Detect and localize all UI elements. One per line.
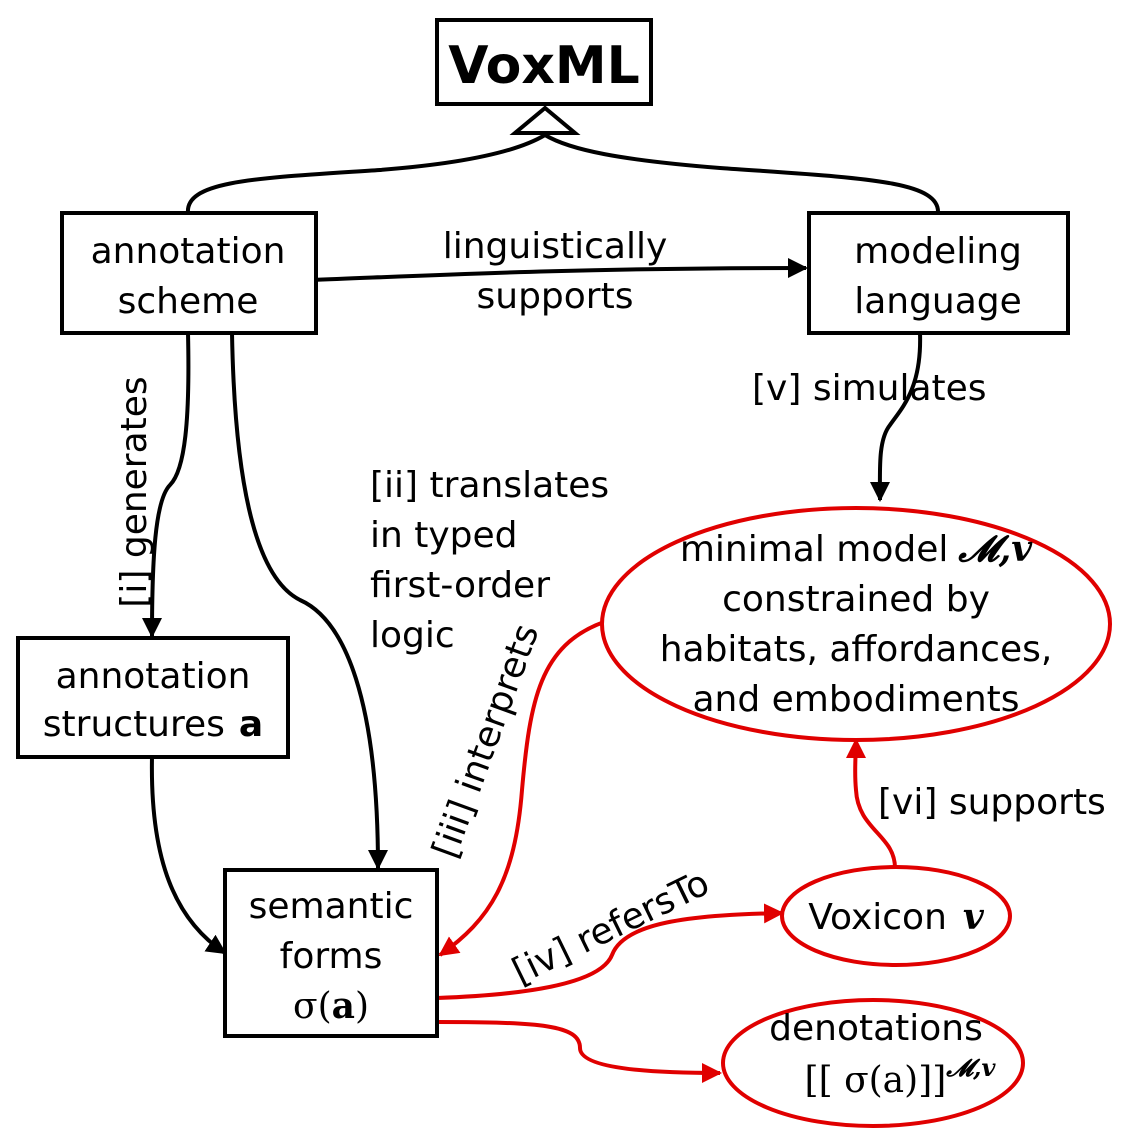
edge-supports	[845, 738, 897, 869]
label-translates-2: in typed	[370, 515, 518, 556]
label-supports: supports	[477, 276, 634, 317]
edge-refers-to	[436, 903, 784, 1000]
minimal-model-ellipse	[600, 506, 1112, 742]
semantic-forms-formula: σ(a)	[293, 985, 369, 1027]
label-vi-supports: [vi] supports	[878, 782, 1106, 823]
semantic-forms-line1: semantic	[249, 886, 414, 927]
annotation-structures-box	[16, 636, 290, 759]
modeling-language-line2: language	[854, 281, 1022, 322]
variable-a: a	[239, 704, 263, 745]
edge-interprets	[438, 620, 605, 957]
inherit-edge-left	[185, 133, 547, 214]
voxml-title: VoxML	[448, 36, 640, 96]
label-refers-to: [iv] refersTo	[506, 862, 716, 992]
voxml-box	[435, 18, 653, 106]
edge-structures-to-forms	[149, 756, 227, 955]
edge-simulates	[869, 332, 923, 502]
inherit-edge-right	[543, 133, 941, 214]
denotations-formula: [[ σ(a)]]𝓜,𝒗	[805, 1053, 997, 1101]
label-linguistically: linguistically	[443, 226, 668, 267]
annotation-scheme-line2: scheme	[118, 281, 259, 322]
semantic-forms-box	[223, 868, 439, 1038]
annotation-scheme-line1: annotation	[91, 231, 286, 272]
voxicon-ellipse	[780, 865, 1012, 967]
modeling-language-line1: modeling	[854, 231, 1022, 272]
label-translates-3: first-order	[370, 565, 550, 606]
denotations-sup: 𝓜,𝒗	[945, 1053, 996, 1082]
semantic-forms-line2: forms	[280, 936, 383, 977]
voxicon-var: 𝒗	[963, 896, 985, 938]
edge-generates	[142, 332, 191, 638]
edge-linguistically-supports	[311, 258, 808, 282]
denotations-ellipse	[721, 998, 1025, 1128]
annotation-structures-line1: annotation	[56, 656, 251, 697]
label-simulates: [v] simulates	[752, 368, 987, 409]
minimal-model-line3: habitats, affordances,	[660, 629, 1053, 670]
model-math: 𝓜,𝒗	[957, 528, 1033, 570]
minimal-model-line2: constrained by	[722, 579, 990, 620]
modeling-language-box	[807, 211, 1070, 335]
minimal-model-line4: and embodiments	[692, 679, 1019, 720]
label-translates-4: logic	[370, 615, 455, 656]
label-generates: [i] generates	[114, 376, 155, 607]
edge-denotations	[436, 1020, 722, 1083]
annotation-scheme-box	[60, 211, 318, 335]
label-translates-1: [ii] translates	[370, 465, 609, 506]
denotations-label: denotations	[769, 1008, 983, 1049]
inheritance-triangle	[509, 105, 581, 135]
edge-translates	[230, 332, 388, 870]
